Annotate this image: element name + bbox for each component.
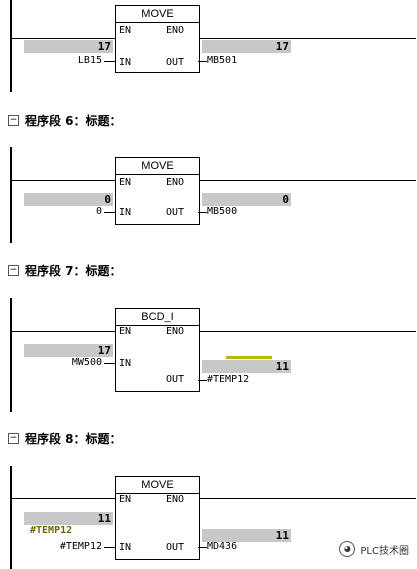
output-status-value: 17 (275, 40, 289, 53)
in-pin: IN (119, 207, 132, 218)
power-rail (10, 298, 12, 412)
pin-stub (104, 363, 115, 364)
power-rail (10, 466, 12, 569)
in-pin: IN (119, 57, 132, 68)
eno-pin: ENO (165, 25, 184, 36)
block-title: BCD_I (141, 311, 174, 323)
minus-box-icon[interactable]: − (8, 115, 19, 126)
pin-stub (104, 61, 115, 62)
block-title: MOVE (141, 479, 174, 491)
move-block[interactable]: MOVE EN ENO IN OUT (115, 476, 200, 560)
input-status-value: 17 (97, 40, 111, 53)
output-status-value: 11 (275, 360, 289, 373)
en-pin: EN (119, 177, 132, 188)
block-divider (116, 325, 199, 326)
pin-stub (198, 212, 207, 213)
minus-box-icon[interactable]: − (8, 265, 19, 276)
pin-stub (104, 547, 115, 548)
input-status-value: 0 (104, 193, 111, 206)
status-value-bar (202, 193, 291, 206)
watermark: ◕ PLC技术圈 (339, 541, 409, 557)
wechat-icon: ◕ (339, 541, 356, 557)
status-value-bar (24, 40, 113, 53)
network-title: 程序段 6：标题： (25, 114, 122, 128)
out-pin: OUT (165, 374, 184, 385)
block-title: MOVE (141, 160, 174, 172)
pin-stub (198, 61, 207, 62)
block-divider (116, 174, 199, 175)
out-pin: OUT (165, 57, 184, 68)
input-status-value: 17 (97, 344, 111, 357)
status-value-bar (24, 512, 113, 525)
output-status-value: 11 (275, 529, 289, 542)
minus-box-icon[interactable]: − (8, 433, 19, 444)
rung-line (10, 331, 117, 332)
rung-line (198, 331, 416, 332)
rung-line (198, 38, 416, 39)
rung-line (10, 498, 117, 499)
power-rail (10, 147, 12, 243)
out-pin: OUT (165, 207, 184, 218)
power-rail (10, 0, 12, 92)
block-divider (116, 22, 199, 23)
en-pin: EN (119, 25, 132, 36)
out-pin: OUT (165, 542, 184, 553)
rung-line (198, 498, 416, 499)
eno-pin: ENO (165, 326, 184, 337)
en-pin: EN (119, 326, 132, 337)
output-status-value: 0 (282, 193, 289, 206)
eno-pin: ENO (165, 177, 184, 188)
network-title: 程序段 7：标题： (25, 264, 122, 278)
in-pin: IN (119, 358, 132, 369)
pin-stub (198, 380, 207, 381)
status-value-bar (202, 529, 291, 542)
out-operand[interactable]: MB500 (207, 206, 238, 217)
pin-stub (198, 547, 207, 548)
watermark-text: PLC技术圈 (360, 545, 409, 557)
in-operand[interactable]: 0 (95, 206, 102, 217)
in-pin: IN (119, 542, 132, 553)
rung-line (10, 180, 117, 181)
pin-stub (104, 212, 115, 213)
move-block[interactable]: MOVE EN ENO IN OUT (115, 5, 200, 73)
status-value-bar (24, 344, 113, 357)
network-header[interactable]: − 程序段 8：标题： (8, 430, 122, 447)
bcd-to-int-block[interactable]: BCD_I EN ENO IN OUT (115, 308, 200, 392)
rung-line (10, 38, 117, 39)
eno-pin: ENO (165, 494, 184, 505)
status-marker (226, 356, 272, 359)
in-operand[interactable]: LB15 (77, 55, 102, 66)
block-title: MOVE (141, 8, 174, 20)
status-value-bar (202, 360, 291, 373)
in-operand[interactable]: MW500 (71, 357, 102, 368)
network-header[interactable]: − 程序段 7：标题： (8, 262, 122, 279)
in-annotation: #TEMP12 (30, 525, 73, 536)
out-operand[interactable]: MD436 (207, 541, 238, 552)
input-status-value: 11 (97, 512, 111, 525)
out-operand[interactable]: MB501 (207, 55, 238, 66)
move-block[interactable]: MOVE EN ENO IN OUT (115, 157, 200, 225)
rung-line (198, 180, 416, 181)
status-value-bar (202, 40, 291, 53)
status-value-bar (24, 193, 113, 206)
out-operand[interactable]: #TEMP12 (207, 374, 250, 385)
network-title: 程序段 8：标题： (25, 432, 122, 446)
en-pin: EN (119, 494, 132, 505)
in-operand[interactable]: #TEMP12 (59, 541, 102, 552)
block-divider (116, 493, 199, 494)
network-header[interactable]: − 程序段 6：标题： (8, 112, 122, 129)
